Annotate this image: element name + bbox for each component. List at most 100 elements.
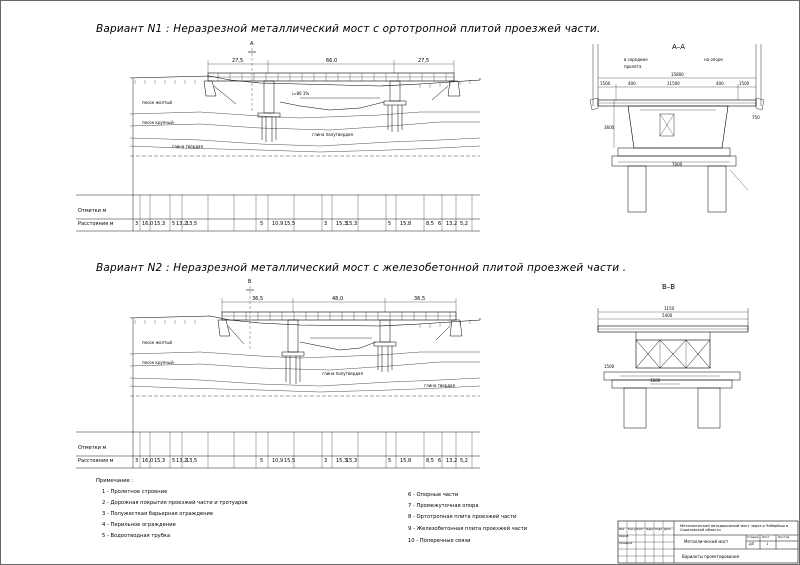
aa-dim-height: 3600 <box>604 125 615 130</box>
note-7: 7 - Промежуточная опора <box>408 503 479 509</box>
aa-dim-1500-right: 1500 <box>739 81 750 86</box>
stamp-sheet-title: Металлический мост <box>684 539 729 544</box>
distance-cell: 5 <box>260 458 264 464</box>
distance-cell: 3 <box>135 458 139 464</box>
section-mark-b: B <box>248 279 252 285</box>
v2-layer-3: глина полутвердая <box>322 371 363 376</box>
distance-cell: 15,3 <box>336 221 348 227</box>
distance-cell: 5,2 <box>460 458 468 464</box>
bb-dim-1: 1150 <box>664 306 675 311</box>
section-bb <box>597 308 749 429</box>
aa-dim-width: 15800 <box>671 72 684 77</box>
note-1: 1 - Пролетное строение <box>102 489 168 495</box>
aa-dim-400-left: 400 <box>628 81 636 86</box>
section-aa-title: A–A <box>672 43 686 51</box>
variant1-title: Вариант N1 : Неразрезной металлический м… <box>96 23 601 35</box>
distance-cell: 13,2 <box>446 221 458 227</box>
distance-cell: 13,2 <box>446 458 458 464</box>
elevations-label: Отметки м <box>78 208 107 214</box>
section-bb-title: B–B <box>662 283 676 291</box>
distance-cell: 6 <box>438 458 442 464</box>
section-mark-a: A <box>250 41 254 47</box>
note-3: 3 - Полужесткая барьерная ограждение <box>102 511 214 517</box>
layer-4: глина твердая <box>172 144 203 149</box>
stamp-project: Металлический автодорожный мост через р.… <box>680 524 789 533</box>
distance-cell: 5 <box>172 458 176 464</box>
distances-label: Расстояния м <box>78 221 114 227</box>
v2-span-3-label: 36,5 <box>414 296 426 302</box>
stamp-role-2: Проверил <box>619 542 633 545</box>
v2-span-2-label: 48,0 <box>332 296 344 302</box>
stamp-sheet-value: 1 <box>766 542 769 546</box>
distance-cell: 15,3 <box>154 458 166 464</box>
distance-cell: 8,5 <box>426 221 434 227</box>
distance-cell: 15,8 <box>400 221 412 227</box>
section-aa-note-3: на опоре <box>704 57 723 62</box>
aa-dim-400-right: 400 <box>716 81 724 86</box>
note-8: 8 - Ортотропная плита проезжей части <box>408 514 517 520</box>
variant1-elevation <box>76 48 481 232</box>
distance-cell: 13,2 <box>176 221 188 227</box>
stamp-col-6: Дата <box>664 528 671 531</box>
distance-cell: 15,5 <box>284 221 296 227</box>
v2-distances-label: Расстояния м <box>78 458 114 464</box>
bb-dim-2: 5400 <box>662 313 673 318</box>
stamp-stage-label: Стадия <box>747 535 759 539</box>
span-2-label: 66,0 <box>326 58 338 64</box>
distance-cell: 5 <box>388 221 392 227</box>
variant2-title: Вариант N2 : Неразрезной металлический м… <box>96 262 627 274</box>
distance-cell: 8,5 <box>426 458 434 464</box>
span-1-label: 27,5 <box>232 58 244 64</box>
distance-cell: 5,2 <box>460 221 468 227</box>
note-9: 9 - Железобетонная плита проезжей части <box>408 526 528 532</box>
distance-cell: 15,3 <box>346 221 358 227</box>
aa-dim-7000: 7000 <box>672 162 683 167</box>
distance-cell: 13,5 <box>186 221 198 227</box>
aa-dim-11500: 11500 <box>667 81 680 86</box>
v2-layer-2: песок крупный <box>142 360 174 365</box>
v2-span-1-label: 36,5 <box>252 296 264 302</box>
distance-cell: 5 <box>388 458 392 464</box>
distance-cell: 10,9 <box>272 221 284 227</box>
note-10: 10 - Поперечные связи <box>408 538 471 544</box>
notes-heading: Примечание : <box>96 478 134 484</box>
stamp-sheets-label: Листов <box>778 535 790 539</box>
distance-cell: 3 <box>324 458 328 464</box>
distance-cell: 3 <box>324 221 328 227</box>
distance-cell: 15,3 <box>154 221 166 227</box>
stamp-col-2: Кол.уч <box>628 528 637 531</box>
section-aa-note-2: пролета <box>624 64 642 69</box>
aa-dim-750: 750 <box>752 115 760 120</box>
bb-dim-4: 1500 <box>604 364 615 369</box>
distance-cell: 5 <box>172 221 176 227</box>
distance-cell: 15,5 <box>284 458 296 464</box>
distance-cell: 13,2 <box>176 458 188 464</box>
bb-dim-3: 1600 <box>650 378 661 383</box>
section-aa <box>589 44 765 213</box>
distance-cell: 10,9 <box>272 458 284 464</box>
title-block <box>617 520 799 564</box>
layer-3: глина полутвердая <box>312 132 353 137</box>
stamp-stage-value: ДП <box>749 542 755 546</box>
layer-2: песок крупный <box>142 120 174 125</box>
stamp-col-3: Лист <box>637 528 644 531</box>
stamp-role-1: Разраб. <box>619 535 630 538</box>
stamp-col-4: №док <box>646 528 654 531</box>
distance-cell: 6 <box>438 221 442 227</box>
note-6: 6 - Опорные части <box>408 492 459 498</box>
stamp-col-1: Изм <box>619 528 625 531</box>
distance-cell: 16,0 <box>142 458 154 464</box>
distance-cell: 15,8 <box>400 458 412 464</box>
v2-layer-1: песок желтый <box>142 340 173 345</box>
grade-label: i=80 1% <box>292 91 310 96</box>
distance-cell: 15,3 <box>346 458 358 464</box>
distance-cell: 16,0 <box>142 221 154 227</box>
layer-1: песок желтый <box>142 100 173 105</box>
note-5: 5 - Водоотводная трубка <box>102 533 171 539</box>
distance-cell: 15,3 <box>336 458 348 464</box>
stamp-variants: Варианты проектирования <box>682 554 739 559</box>
aa-dim-1500-left: 1500 <box>600 81 611 86</box>
section-aa-note-1: в середине <box>624 57 648 62</box>
distance-cell: 5 <box>260 221 264 227</box>
